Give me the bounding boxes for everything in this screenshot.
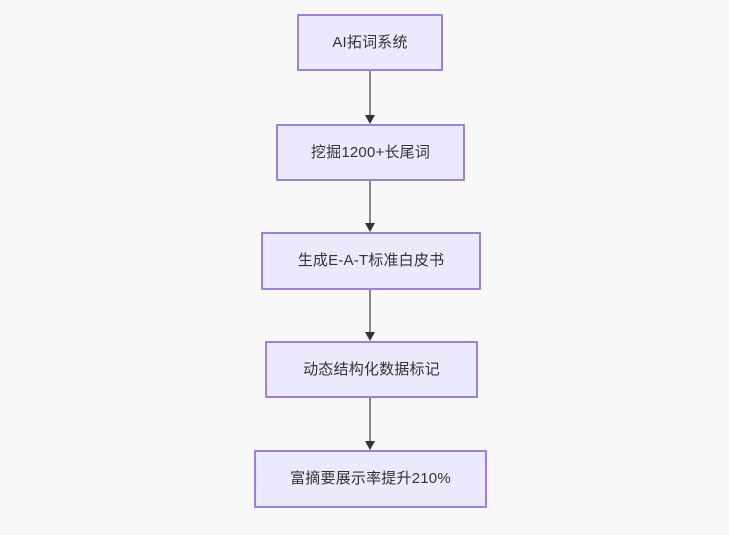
connector-line: [369, 398, 371, 441]
flow-node-label: 挖掘1200+长尾词: [310, 143, 431, 161]
flow-node-label: 富摘要展示率提升210%: [290, 470, 451, 487]
flow-node-dynamic-structured-data-markup[interactable]: 动态结构化数据标记: [265, 341, 478, 398]
arrowhead-down-icon: [365, 223, 375, 232]
flow-node-rich-snippet-impression-lift[interactable]: 富摘要展示率提升210%: [254, 450, 487, 508]
connector-line: [369, 290, 371, 332]
flow-node-ai-keyword-system[interactable]: AI拓词系统: [297, 14, 443, 71]
flow-node-generate-eat-whitepaper[interactable]: 生成E-A-T标准白皮书: [261, 232, 481, 290]
flow-node-label: 生成E-A-T标准白皮书: [297, 252, 445, 269]
arrowhead-down-icon: [365, 441, 375, 450]
connector-line: [369, 71, 371, 115]
arrowhead-down-icon: [365, 115, 375, 124]
connector-line: [369, 181, 371, 223]
arrowhead-down-icon: [365, 332, 375, 341]
flow-node-label: 动态结构化数据标记: [303, 360, 440, 378]
flow-node-mine-longtail-keywords[interactable]: 挖掘1200+长尾词: [276, 124, 465, 181]
flow-node-label: AI拓词系统: [332, 33, 408, 51]
